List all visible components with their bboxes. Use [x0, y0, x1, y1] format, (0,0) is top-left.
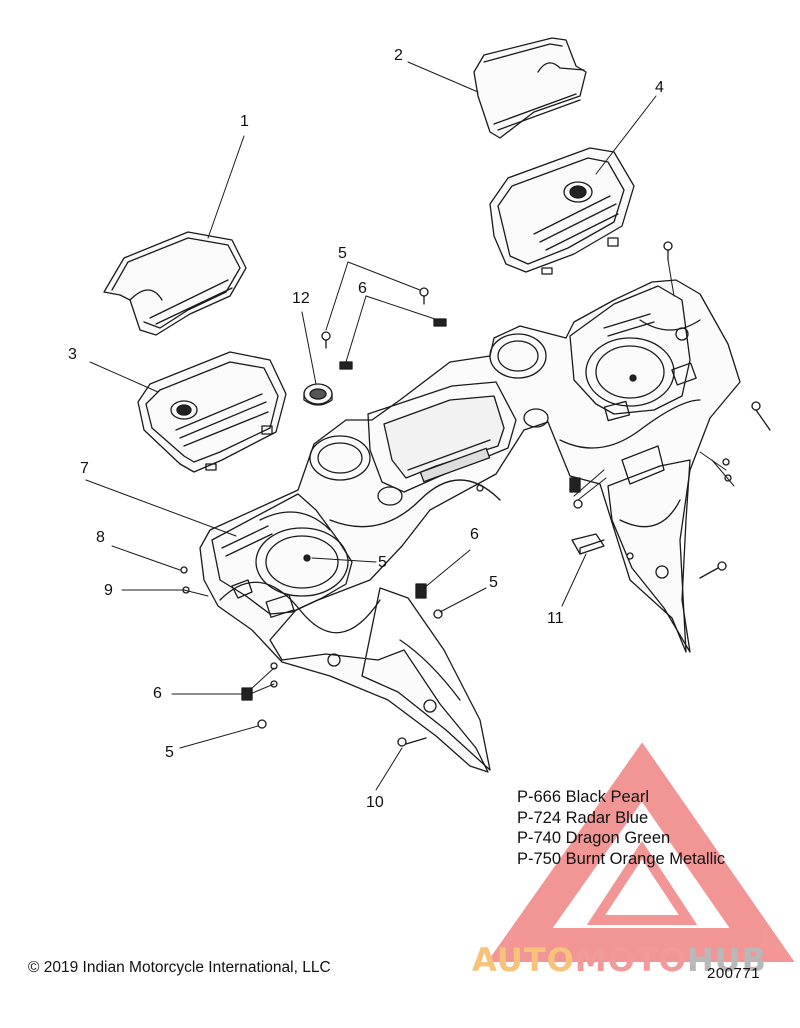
screw-right-top: [663, 241, 673, 261]
bolt-6-top-right: [433, 318, 447, 327]
screw-5-top-left: [321, 331, 331, 349]
bolt-6-mid: [415, 583, 427, 599]
callout-11: 11: [547, 610, 564, 627]
callout-4: 4: [655, 79, 664, 96]
diagram-number: 200771: [707, 965, 761, 982]
callout-1: 1: [240, 113, 249, 130]
callout-6-mid: 6: [470, 526, 479, 543]
fasteners: [180, 241, 771, 747]
part-4-right-speaker-lid: [489, 147, 635, 275]
paint-code-item: P-666 Black Pearl: [517, 788, 650, 806]
watermark-moto: MOTO: [574, 941, 687, 979]
watermark-triangle-logo: [487, 742, 795, 962]
copyright-notice: © 2019 Indian Motorcycle International, …: [28, 959, 331, 976]
screw-right-lower: [722, 458, 730, 466]
callout-8: 8: [96, 529, 105, 546]
callout-6-left: 6: [153, 685, 162, 702]
leader-lines: [85, 61, 735, 791]
part-11-clip: [571, 533, 605, 555]
part-3-left-speaker-lid: [137, 351, 287, 473]
paint-code-item: P-750 Burnt Orange Metallic: [517, 849, 726, 868]
callout-3: 3: [68, 346, 77, 363]
paint-code-list: P-666 Black Pearl P-724 Radar Blue P-740…: [517, 787, 725, 869]
callout-2: 2: [394, 47, 403, 64]
screw-8: [180, 566, 188, 574]
part-1-left-cover: [103, 231, 247, 336]
callout-5-right: 5: [489, 574, 498, 591]
bolt-right-mid: [569, 477, 581, 493]
callout-12: 12: [292, 290, 310, 307]
part-7-dash-fairing: [199, 279, 741, 773]
bolt-6-top-left: [339, 361, 353, 370]
watermark-auto: AUTO: [472, 941, 575, 979]
callout-5-left: 5: [165, 744, 174, 761]
screw-5-left: [257, 719, 267, 729]
screw-10: [397, 737, 427, 747]
callout-6-top: 6: [358, 280, 367, 297]
part-12-cap: [303, 383, 333, 406]
part-2-right-cover: [473, 37, 587, 139]
callout-7: 7: [80, 460, 89, 477]
paint-code-item: P-724 Radar Blue: [517, 808, 649, 827]
watermark-text: AUTOMOTOHUB: [472, 941, 767, 979]
screw-right-mid: [573, 499, 583, 509]
paint-code-item: P-740 Dragon Green: [517, 829, 671, 847]
watermark-hub: HUB: [686, 941, 768, 979]
screw-left-6: [270, 662, 278, 670]
callout-10: 10: [366, 794, 384, 811]
screw-right-bottom: [699, 561, 727, 579]
callout-9: 9: [104, 582, 113, 599]
screw-5-top-right: [419, 287, 429, 305]
screw-right-small: [626, 552, 634, 560]
callout-5-mid: 5: [378, 554, 387, 571]
callout-5-top: 5: [338, 245, 347, 262]
screw-right-side: [751, 401, 771, 431]
